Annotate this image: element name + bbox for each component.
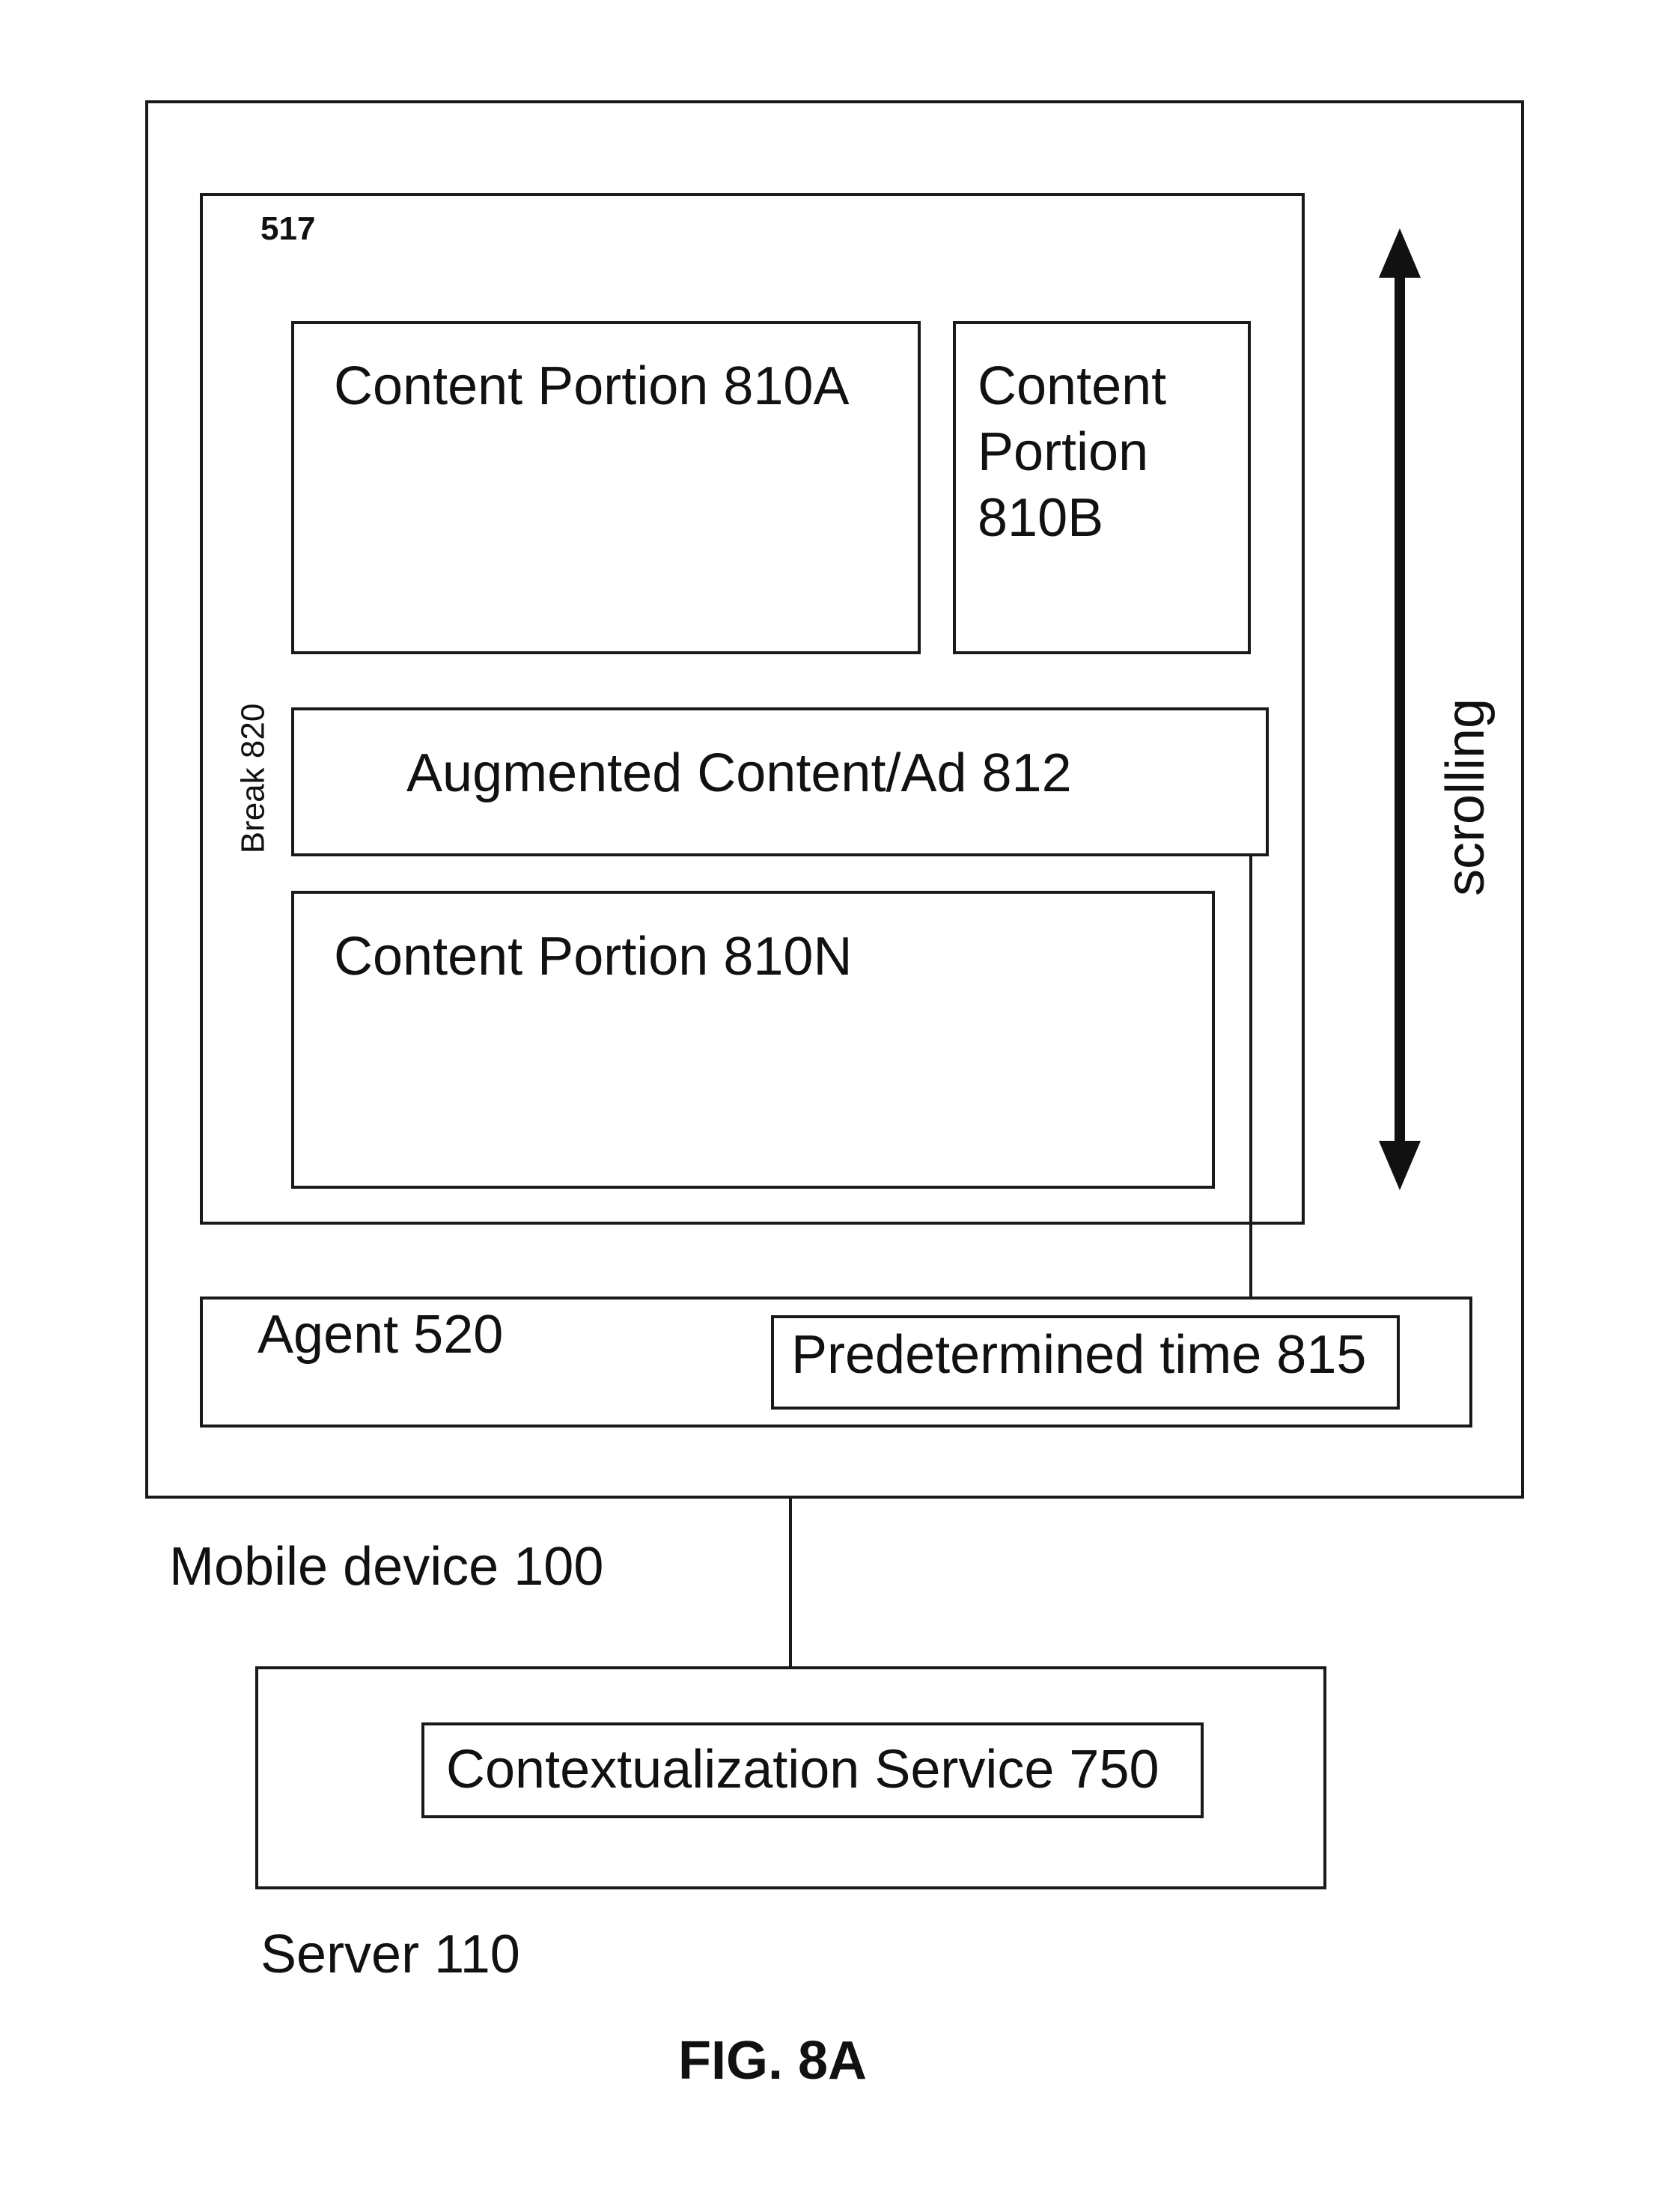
content-portion-n-label: Content Portion 810N bbox=[334, 924, 852, 989]
contextualization-service-label: Contextualization Service 750 bbox=[446, 1737, 1159, 1802]
screen-label: 517 bbox=[260, 210, 315, 249]
augmented-content-label: Augmented Content/Ad 812 bbox=[406, 741, 1072, 805]
break-label: Break 820 bbox=[234, 704, 274, 854]
agent-label: Agent 520 bbox=[257, 1302, 503, 1367]
scrolling-label: scrolling bbox=[1433, 698, 1498, 896]
mobile-device-label: Mobile device 100 bbox=[169, 1535, 603, 1599]
server-label: Server 110 bbox=[260, 1922, 520, 1987]
scrolling-arrow-icon bbox=[1370, 228, 1430, 1190]
connector-ad-to-agent bbox=[1249, 855, 1252, 1298]
figure-caption: FIG. 8A bbox=[678, 2029, 867, 2093]
content-portion-b-label: Content Portion 810B bbox=[978, 354, 1202, 551]
connector-device-to-server bbox=[789, 1497, 792, 1668]
content-portion-a-label: Content Portion 810A bbox=[334, 354, 849, 418]
predetermined-time-label: Predetermined time 815 bbox=[791, 1323, 1366, 1387]
